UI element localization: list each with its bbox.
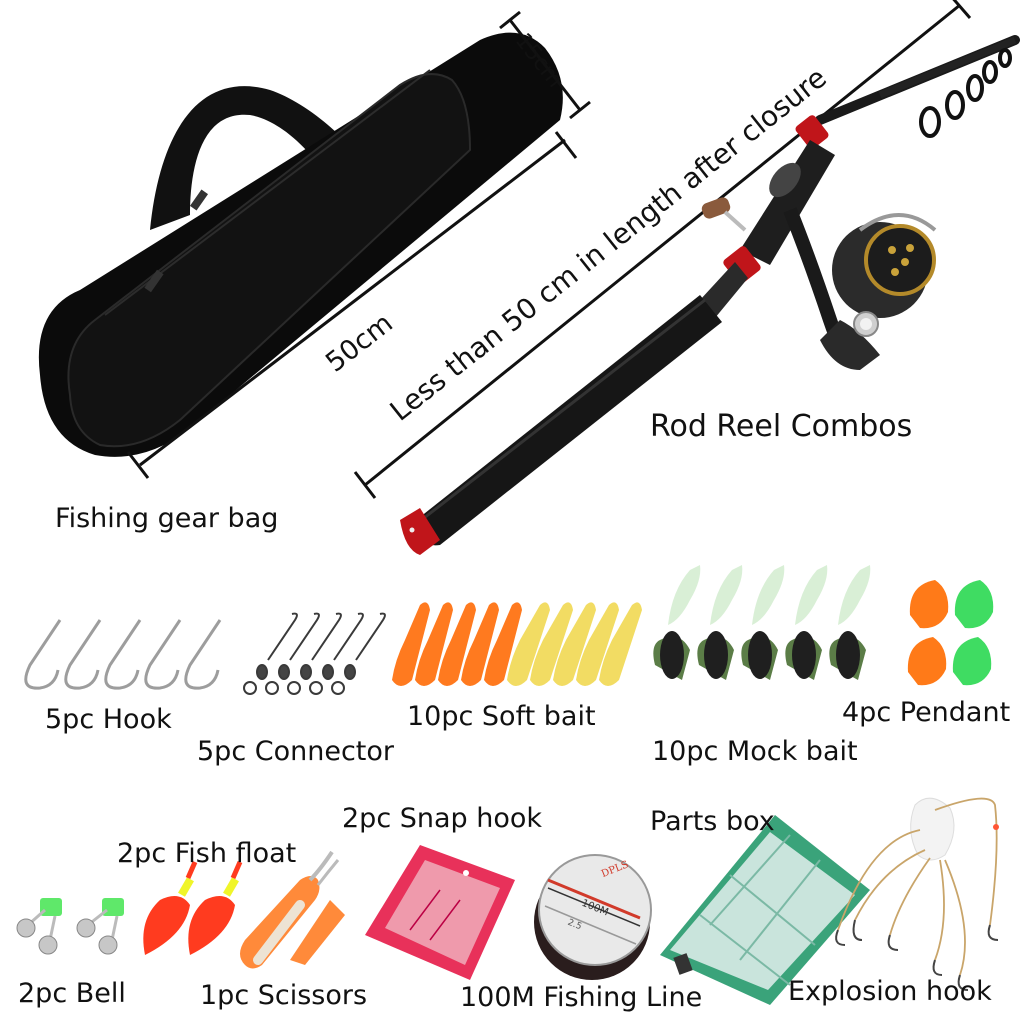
fishing-line-spool-icon <box>534 854 652 980</box>
fish-float-label: 2pc Fish float <box>117 838 297 869</box>
scissors-icon <box>240 850 345 969</box>
fish-float-icon <box>143 860 243 955</box>
bell-label: 2pc Bell <box>18 978 126 1009</box>
parts-box-label: Parts box <box>650 806 775 837</box>
mock-bait-label: 10pc Mock bait <box>652 736 858 767</box>
bag-height-dimension-line <box>499 10 591 120</box>
spinning-reel-icon <box>783 207 937 370</box>
bag-length-dimension-line <box>126 131 578 479</box>
fishing-rod-icon <box>400 35 1020 555</box>
hooks-icon <box>24 619 222 690</box>
soft-bait-label: 10pc Soft bait <box>407 701 596 732</box>
bell-icon <box>16 898 124 955</box>
explosion-hook-label: Explosion hook <box>788 976 992 1007</box>
connector-label: 5pc Connector <box>197 736 395 767</box>
fishing-gear-bag-icon <box>38 32 563 457</box>
snap-hook-label: 2pc Snap hook <box>342 803 543 834</box>
bag-label: Fishing gear bag <box>55 503 279 534</box>
parts-box-icon <box>660 815 870 1005</box>
hook-label: 5pc Hook <box>45 704 172 735</box>
explosion-hook-icon <box>835 797 999 991</box>
fishing-line-label: 100M Fishing Line <box>460 982 703 1013</box>
rod-length-dimension-line <box>353 0 972 499</box>
connectors-icon <box>243 612 386 695</box>
scissors-label: 1pc Scissors <box>200 980 368 1011</box>
pendant-icon <box>907 580 994 686</box>
soft-bait-icon <box>392 602 642 686</box>
bag-handle-icon <box>150 86 360 230</box>
snap-hook-icon <box>365 845 515 980</box>
mock-bait-icon <box>653 565 871 680</box>
rod-label: Rod Reel Combos <box>650 409 913 444</box>
pendant-label: 4pc Pendant <box>842 697 1011 728</box>
